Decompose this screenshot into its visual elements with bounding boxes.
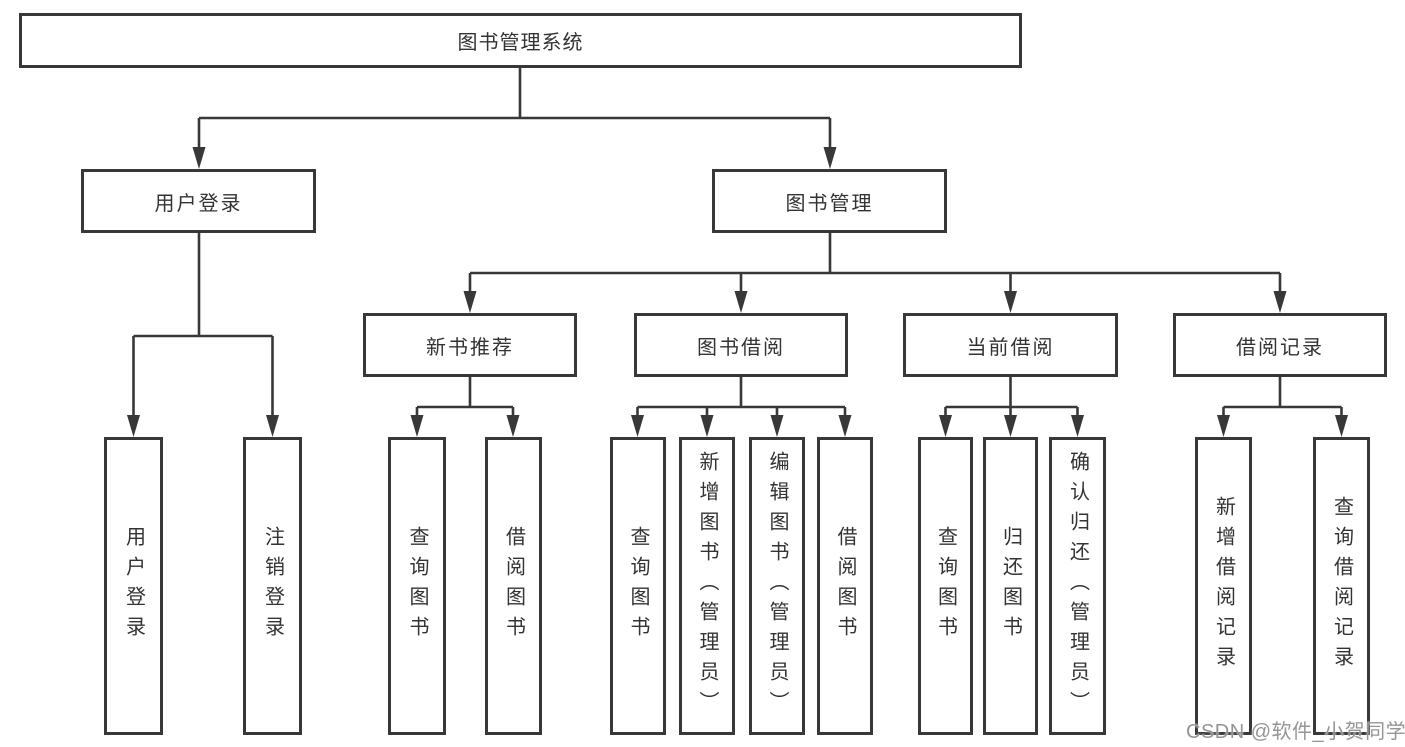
leaf-query-books-recommend: 查询图书 [388,437,446,735]
arrowhead [1217,415,1230,437]
arrowhead [1004,291,1017,313]
arrowhead [770,415,784,437]
arrowhead [838,415,852,437]
leaf-borrow-books: 借阅图书 [817,437,873,735]
leaf-return-books-label: 归还图书 [999,526,1022,646]
leaf-borrow-books-label: 借阅图书 [834,526,856,646]
arrowhead [1071,415,1084,437]
leaf-query-books-recommend-label: 查询图书 [406,526,428,646]
node-book-borrow-label: 图书借阅 [697,336,785,359]
leaf-borrow-books-recommend-label: 借阅图书 [502,526,525,646]
arrowhead [939,415,952,437]
node-root: 图书管理系统 [19,13,1022,68]
leaf-query-books-current: 查询图书 [918,437,973,735]
leaf-edit-books-admin-label: 编辑图书（管理员） [766,451,788,721]
node-borrow-records-label: 借阅记录 [1236,336,1324,359]
leaf-add-books-admin-label: 新增图书（管理员） [696,451,718,721]
leaf-add-borrow-record: 新增借阅记录 [1195,437,1252,735]
arrowhead [734,291,748,313]
leaf-user-login: 用户登录 [104,437,163,735]
node-new-book-recommend: 新书推荐 [363,313,577,377]
connector-userlogin-to-leaves [132,232,274,425]
arrowhead [700,415,714,437]
arrowhead [410,415,424,437]
arrowhead [127,415,140,437]
leaf-add-books-admin: 新增图书（管理员） [679,437,735,735]
leaf-confirm-return-admin: 确认归还（管理员） [1049,437,1106,735]
leaf-query-books-borrow: 查询图书 [610,437,666,735]
leaf-add-borrow-record-label: 新增借阅记录 [1212,496,1235,676]
leaf-logout-label: 注销登录 [261,526,284,646]
arrowhead [1273,291,1287,313]
node-root-label: 图书管理系统 [457,32,584,54]
leaf-user-login-label: 用户登录 [122,526,145,646]
connector-recommend-to-leaves [415,377,515,425]
watermark: CSDN @软件_小贺同学 [1186,721,1405,743]
node-user-login: 用户登录 [81,169,316,233]
leaf-return-books: 归还图书 [983,437,1038,735]
arrowhead [823,147,837,169]
leaf-confirm-return-admin-label: 确认归还（管理员） [1066,451,1089,721]
leaf-query-books-current-label: 查询图书 [934,526,957,646]
connector-root-to-level2 [197,68,832,152]
leaf-query-borrow-record-label: 查询借阅记录 [1330,496,1353,676]
arrowhead [631,415,644,437]
arrowhead [1004,415,1017,437]
node-current-borrow-label: 当前借阅 [966,336,1055,359]
arrowhead [266,415,279,437]
node-user-login-label: 用户登录 [154,192,243,215]
node-book-mgmt-label: 图书管理 [785,192,874,215]
node-current-borrow: 当前借阅 [903,313,1118,377]
connector-bookborrow-to-leaves [636,377,847,425]
leaf-query-books-borrow-label: 查询图书 [627,526,649,646]
leaf-logout: 注销登录 [243,437,302,735]
leaf-edit-books-admin: 编辑图书（管理员） [749,437,805,735]
leaf-borrow-books-recommend: 借阅图书 [485,437,542,735]
connector-records-to-leaves [1222,377,1343,425]
node-borrow-records: 借阅记录 [1173,313,1387,377]
arrowhead [192,147,206,169]
node-book-mgmt: 图书管理 [712,169,947,233]
node-new-book-recommend-label: 新书推荐 [426,336,514,359]
leaf-query-borrow-record: 查询借阅记录 [1313,437,1370,735]
connector-bookmgmt-to-level3 [468,233,1282,296]
node-book-borrow: 图书借阅 [634,313,848,377]
arrowhead [506,415,520,437]
arrowhead [1335,415,1348,437]
arrowhead [463,291,477,313]
